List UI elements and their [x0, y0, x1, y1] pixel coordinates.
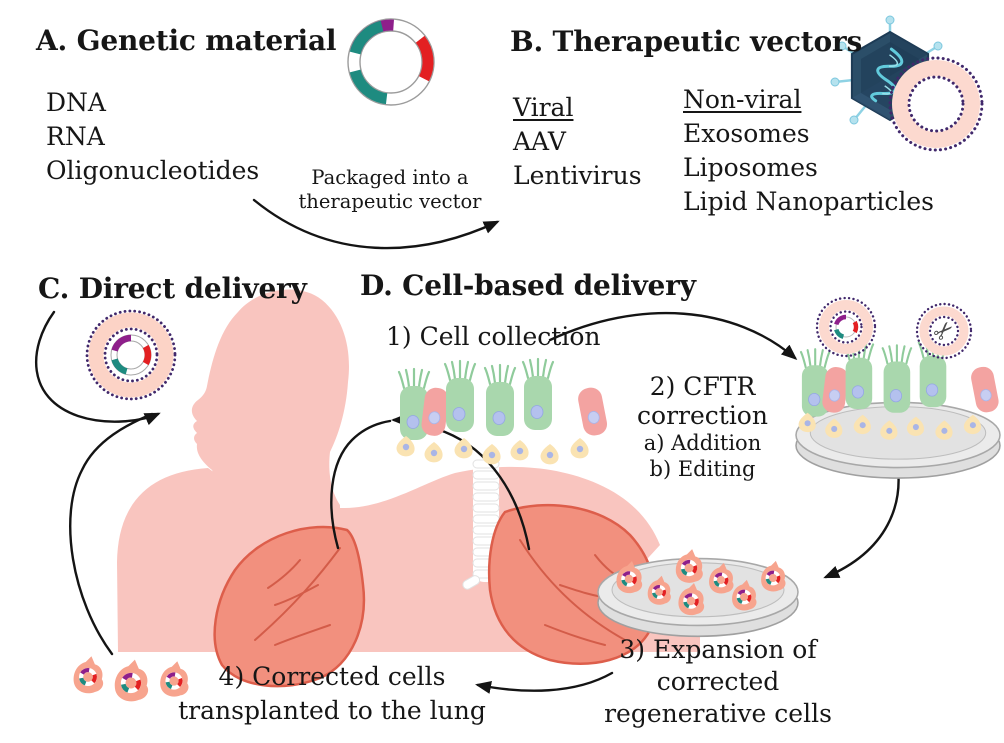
arrow-step3-to-step4 [475, 671, 614, 694]
packaging-label-line2: therapeutic vector [298, 190, 482, 213]
packaging-label-line1: Packaged into a [311, 166, 469, 189]
step4-line1: 4) Corrected cells [218, 662, 446, 691]
section-a-list: DNA RNA Oligonucleotides [46, 86, 259, 188]
step3-line1: 3) Expansion of [619, 635, 817, 664]
viral-item-lentivirus: Lentivirus [513, 161, 642, 190]
liposome-plasmid-icon [815, 296, 877, 358]
genetic-material-dna: DNA [46, 88, 106, 117]
liposome-crispr-icon: ✂ [915, 302, 973, 360]
step4-label: 4) Corrected cells transplanted to the l… [152, 660, 512, 728]
plasmid-icon [347, 18, 435, 106]
step2-sub-a: a) Addition [643, 431, 762, 455]
nonviral-vector-list: Non-viral Exosomes Liposomes Lipid Nanop… [683, 83, 934, 219]
step2-label: 2) CFTR correction a) Addition b) Editin… [625, 372, 780, 482]
arrow-transplant-to-body [69, 412, 154, 656]
arrow-packaged-into-vector [252, 198, 500, 250]
liposome-icon [888, 56, 984, 152]
viral-item-aav: AAV [513, 127, 566, 156]
nonviral-heading: Non-viral [683, 85, 802, 114]
airway-epithelium-cells [396, 359, 608, 464]
section-a-title: A. Genetic material [36, 24, 337, 57]
section-d-title: D. Cell-based delivery [360, 269, 696, 302]
lungs [213, 503, 657, 688]
arrow-step1-to-step2 [548, 311, 798, 360]
lipid-nanoparticle-plasmid-icon [85, 309, 177, 401]
step2-line1: 2) CFTR [649, 372, 756, 401]
nonviral-item-exosomes: Exosomes [683, 119, 810, 148]
plasmid-icon [110, 334, 152, 376]
genetic-material-oligos: Oligonucleotides [46, 156, 260, 185]
step3-line2: corrected [656, 667, 780, 696]
packaging-label: Packaged into a therapeutic vector [278, 166, 502, 214]
child-head [191, 289, 349, 520]
section-b-title: B. Therapeutic vectors [510, 25, 863, 58]
step2-sub-b: b) Editing [649, 457, 756, 481]
viral-heading: Viral [513, 93, 574, 122]
cftr-correction-dish: ✂ [795, 296, 1001, 479]
step3-line3: regenerative cells [604, 699, 832, 728]
viral-vector-list: Viral AAV Lentivirus [513, 91, 642, 193]
step4-line2: transplanted to the lung [178, 696, 486, 725]
nonviral-item-lnp: Lipid Nanoparticles [683, 187, 935, 216]
section-c-title: C. Direct delivery [38, 272, 307, 305]
genetic-material-rna: RNA [46, 122, 105, 151]
step3-label: 3) Expansion of corrected regenerative c… [596, 634, 840, 730]
arrow-cell-collection-2 [330, 419, 392, 550]
step2-line2: correction [637, 401, 768, 430]
arrow-direct-delivery-loop [35, 310, 161, 426]
left-lung [487, 503, 657, 665]
step1-label: 1) Cell collection [386, 322, 601, 351]
nonviral-item-liposomes: Liposomes [683, 153, 818, 182]
